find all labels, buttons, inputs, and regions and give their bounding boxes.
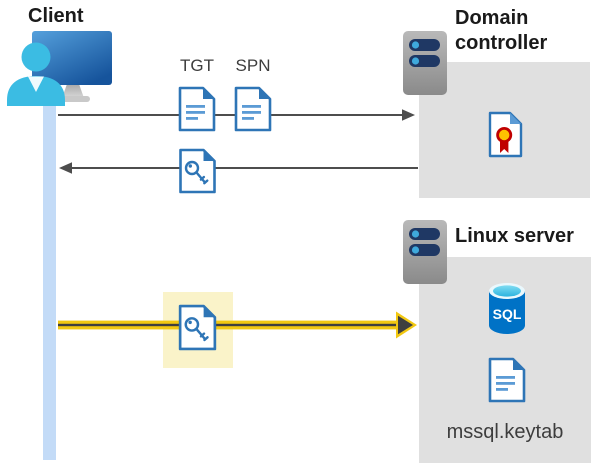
certificate-icon	[488, 111, 523, 158]
client-lifeline-bar	[43, 90, 56, 460]
sql-connection-arrow	[58, 311, 417, 339]
tgt-document-icon	[178, 86, 216, 132]
keytab-filename-label: mssql.keytab	[446, 421, 564, 443]
client-user-icon	[7, 42, 65, 106]
response-arrow	[59, 162, 418, 174]
sql-database-icon: SQL	[489, 283, 525, 334]
spn-document-icon	[234, 86, 272, 132]
linux-server-label: Linux server	[455, 225, 574, 247]
client-computer-icon	[32, 31, 112, 102]
tgt-label: TGT	[180, 56, 214, 75]
domain-controller-label: Domain controller	[455, 7, 548, 54]
domain-controller-server-icon	[403, 31, 447, 95]
service-ticket-key-icon	[179, 148, 216, 194]
keytab-document-icon	[488, 357, 526, 403]
client-label: Client	[28, 5, 84, 27]
sql-badge-text: SQL	[493, 306, 522, 322]
highlighted-service-ticket-key-icon	[178, 304, 217, 351]
request-arrow	[58, 109, 415, 121]
linux-server-icon	[403, 220, 447, 284]
spn-label: SPN	[235, 56, 271, 75]
